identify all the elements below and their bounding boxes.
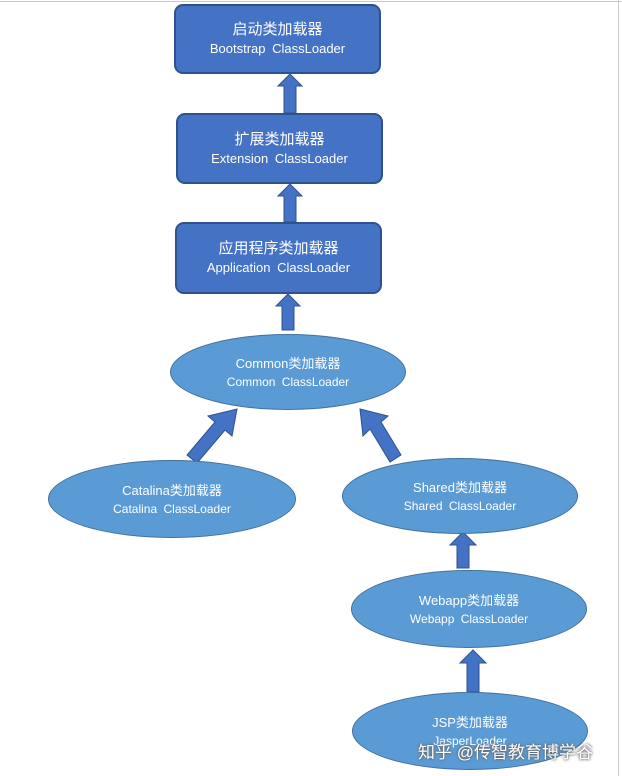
arrow-catalina-to-common — [186, 408, 238, 464]
catalina-zh-label: Catalina类加载器 — [122, 482, 222, 498]
arrow-application-to-extension — [276, 183, 304, 223]
arrow-shared-to-common — [359, 408, 402, 463]
extension-classloader-node: 扩展类加载器 Extension ClassLoader — [176, 113, 383, 184]
shared-zh-label: Shared类加载器 — [413, 479, 507, 495]
common-en-label: Common ClassLoader — [226, 374, 350, 389]
top-border — [0, 1, 622, 2]
bootstrap-zh-label: 启动类加载器 — [232, 21, 323, 38]
right-border — [618, 0, 619, 776]
bootstrap-en-label: Bootstrap ClassLoader — [209, 41, 346, 56]
catalina-en-label: Catalina ClassLoader — [113, 501, 231, 516]
arrow-extension-to-bootstrap — [276, 73, 304, 114]
catalina-classloader-node: Catalina类加载器 Catalina ClassLoader — [48, 460, 296, 538]
common-zh-label: Common类加载器 — [235, 355, 341, 371]
bootstrap-classloader-node: 启动类加载器 Bootstrap ClassLoader — [174, 4, 381, 74]
extension-en-label: Extension ClassLoader — [211, 150, 348, 166]
jsp-zh-label: JSP类加载器 — [432, 714, 508, 730]
shared-classloader-node: Shared类加载器 Shared ClassLoader — [342, 458, 578, 534]
common-classloader-node: Common类加载器 Common ClassLoader — [170, 334, 406, 410]
webapp-classloader-node: Webapp类加载器 Webapp ClassLoader — [351, 570, 587, 648]
arrow-webapp-to-shared — [448, 531, 478, 569]
jsp-en-label: JasperLoader — [433, 733, 507, 748]
watermark-text: 知乎 @传智教育博学谷 — [418, 743, 593, 762]
application-en-label: Application ClassLoader — [206, 260, 351, 275]
shared-en-label: Shared ClassLoader — [403, 498, 517, 513]
webapp-en-label: Webapp ClassLoader — [409, 611, 529, 626]
application-classloader-node: 应用程序类加载器 Application ClassLoader — [175, 222, 382, 294]
extension-zh-label: 扩展类加载器 — [234, 130, 325, 148]
jsp-classloader-node: JSP类加载器 JasperLoader — [352, 692, 588, 770]
application-zh-label: 应用程序类加载器 — [218, 240, 339, 257]
arrow-common-to-application — [274, 293, 302, 331]
webapp-zh-label: Webapp类加载器 — [418, 592, 520, 608]
arrow-jsp-to-webapp — [458, 649, 488, 693]
